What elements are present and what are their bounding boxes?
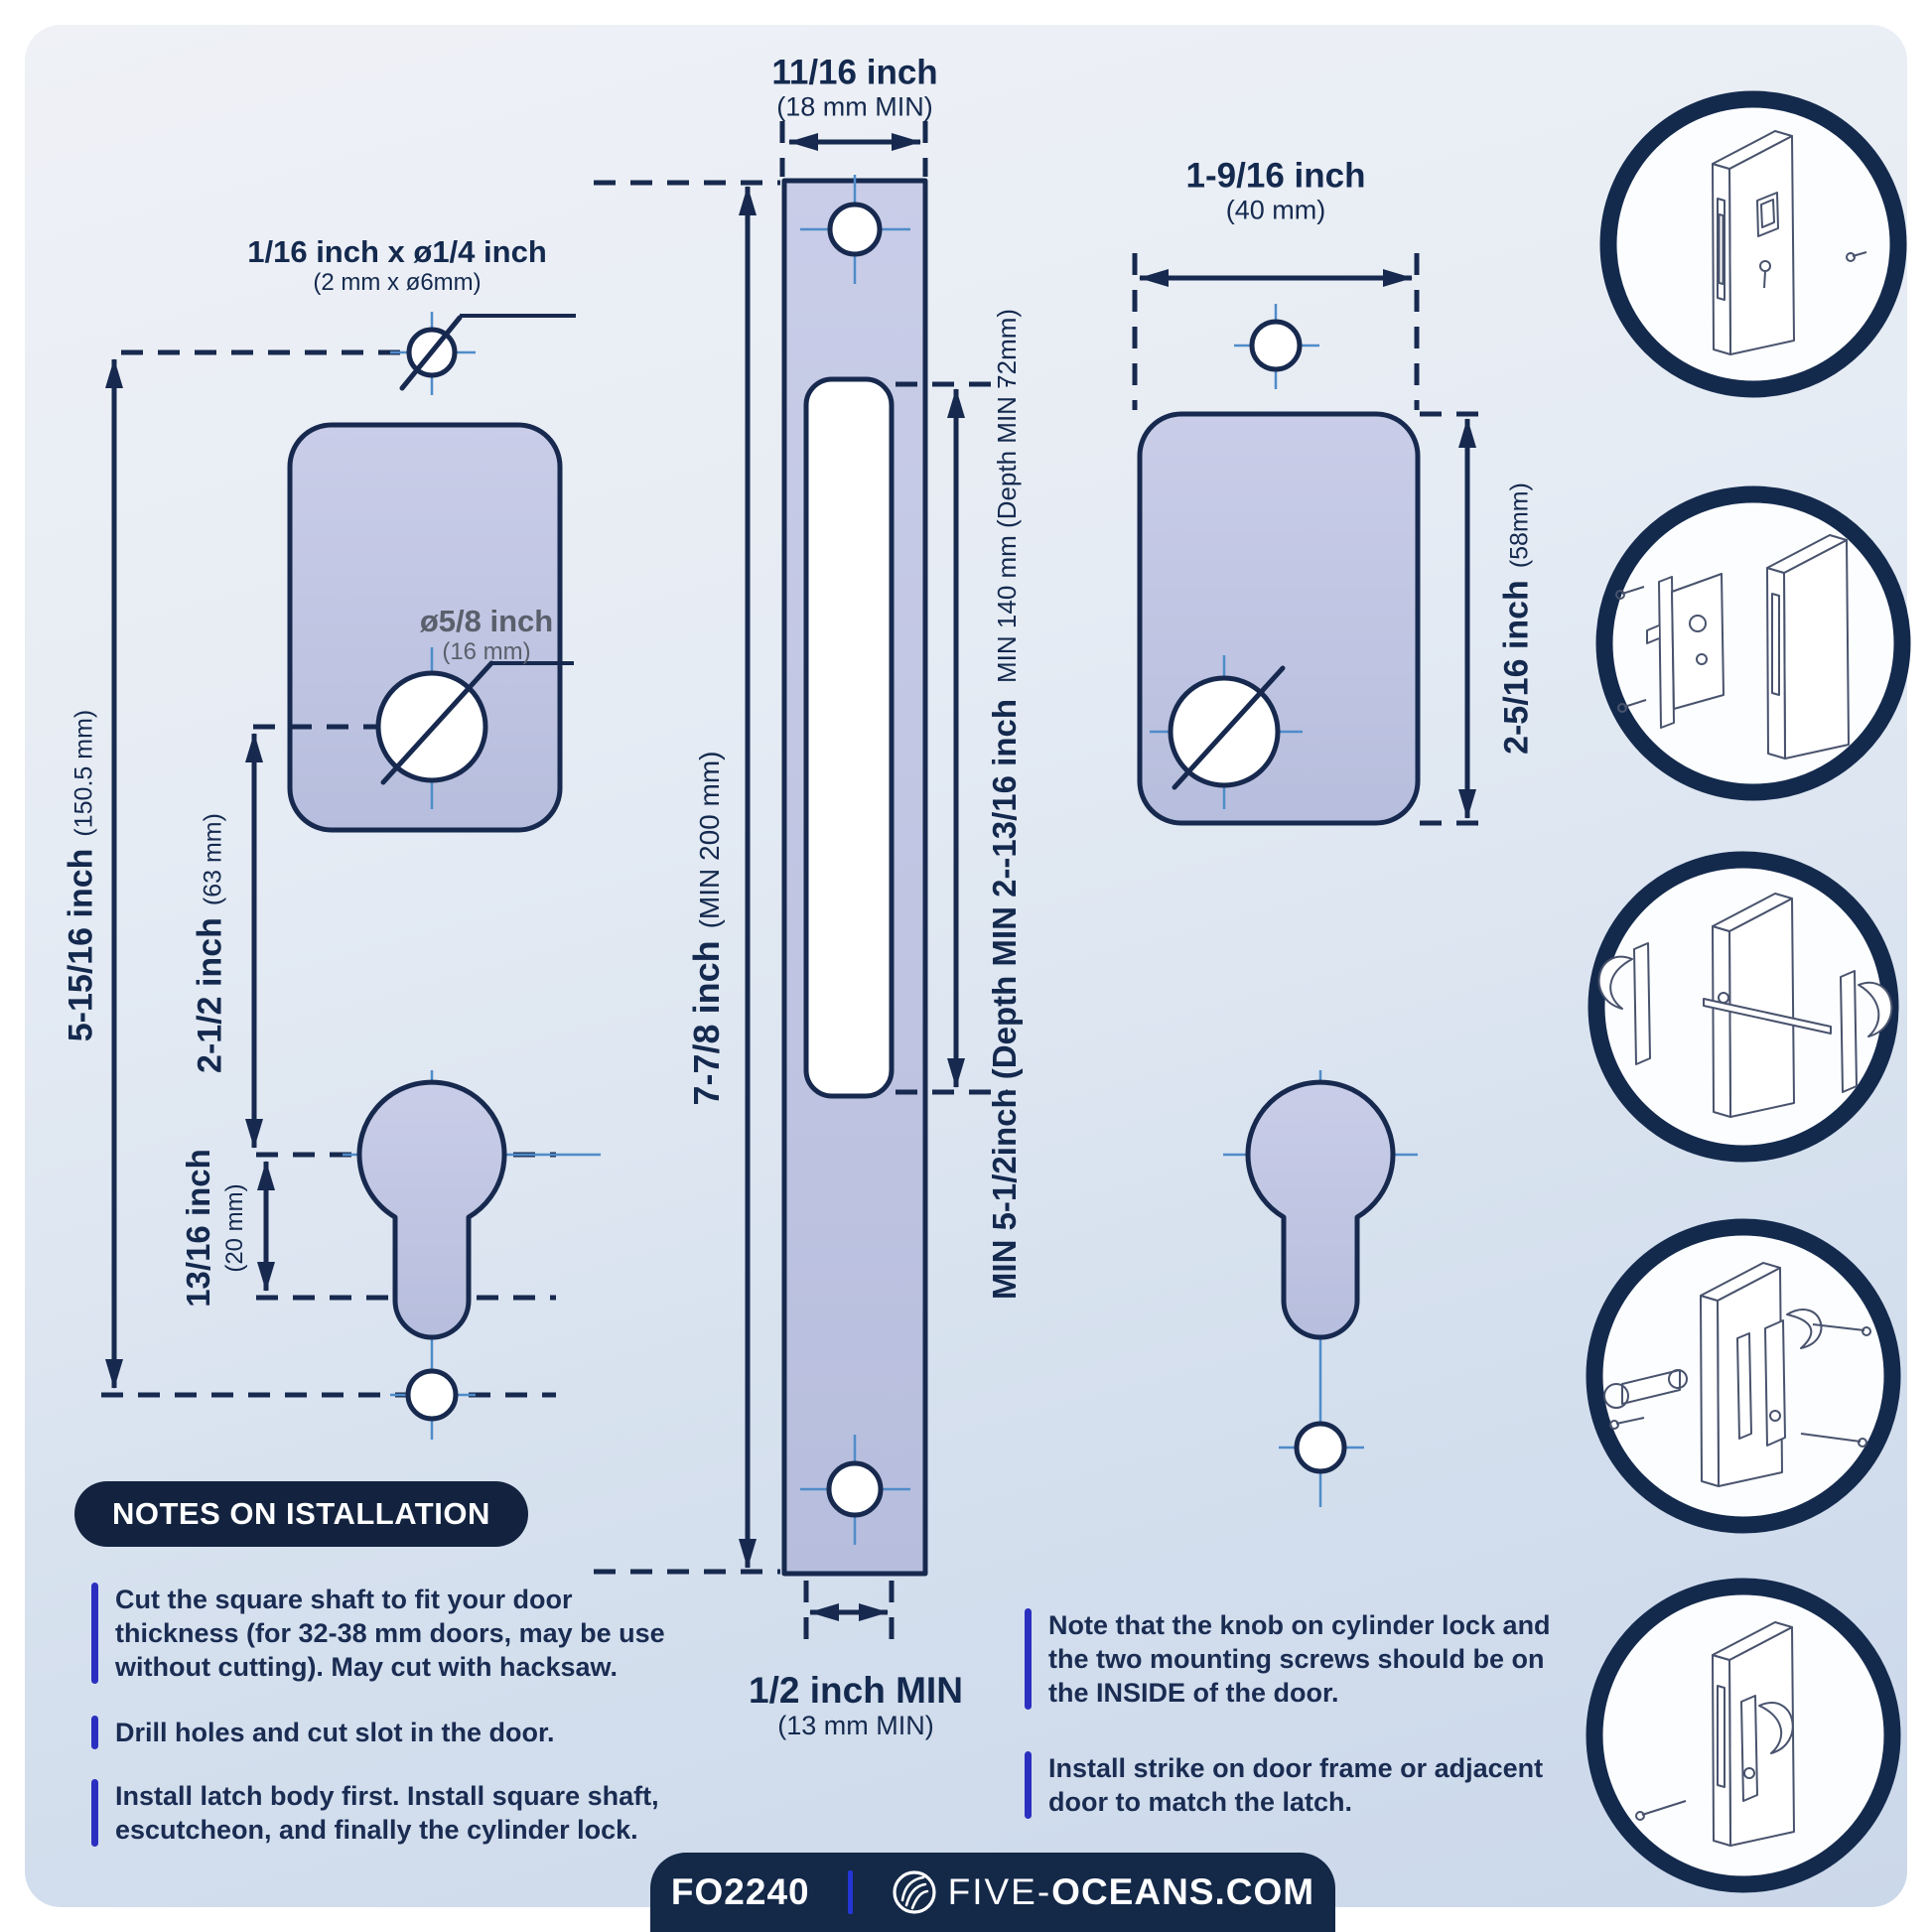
inset-cylinder-and-screws	[1586, 1218, 1901, 1534]
note-line: Note that the knob on cylinder lock and	[1048, 1610, 1551, 1640]
diameter-slash	[399, 315, 463, 391]
diameter-slash	[380, 660, 494, 785]
note-item: Note that the knob on cylinder lock and …	[1025, 1608, 1551, 1711]
note-bullet-bar	[91, 1716, 98, 1750]
installation-step-insets	[1586, 90, 1911, 1893]
inset-handles-and-shaft	[1587, 851, 1899, 1163]
inset-latch-body-install	[1595, 485, 1911, 801]
note-line: thickness (for 32-38 mm doors, may be us…	[115, 1618, 665, 1649]
left-escutcheon-figure	[101, 312, 601, 1440]
right-strike-figure	[1132, 253, 1485, 1507]
note-item: Cut the square shaft to fit your door th…	[91, 1583, 665, 1685]
notes-title-badge: NOTES ON ISTALLATION	[74, 1481, 528, 1547]
note-line: Cut the square shaft to fit your door	[115, 1585, 573, 1614]
diameter-slash	[1172, 665, 1286, 790]
note-line: door to match the latch.	[1048, 1787, 1353, 1818]
drill-hole-label: 1/16 inch x ø1/4 inch (2 mm x ø6mm)	[247, 234, 547, 296]
note-item: Install strike on door frame or adjacent…	[1025, 1751, 1544, 1820]
note-line: Install latch body first. Install square…	[115, 1781, 659, 1811]
brand-text: FIVE-OCEANS.COM	[947, 1871, 1315, 1912]
model-number: FO2240	[670, 1871, 810, 1912]
notes-title: NOTES ON ISTALLATION	[112, 1496, 490, 1531]
strike-height-label: 2-5/16 inch(58mm)	[1497, 483, 1536, 755]
strike-width-label: 1-9/16 inch (40 mm)	[1185, 156, 1366, 225]
brand-lockup: FIVE-OCEANS.COM	[891, 1868, 1314, 1916]
mounting-hole-bottom	[826, 1460, 884, 1518]
dim-total-height-label: 5-15/16 inch(150.5 mm)	[62, 709, 100, 1042]
center-faceplate-figure	[594, 121, 1008, 1650]
note-bullet-bar	[91, 1583, 98, 1685]
note-bullet-bar	[91, 1779, 98, 1848]
note-line: escutcheon, and finally the cylinder loc…	[115, 1815, 638, 1846]
screw-hole-bottom	[1294, 1421, 1347, 1474]
note-bullet-bar	[1025, 1608, 1032, 1711]
cylinder-hole-label: ø5/8 inch (16 mm)	[419, 604, 554, 665]
note-line: the INSIDE of the door.	[1048, 1678, 1339, 1709]
dim-keyhole-span-sub: (20 mm)	[221, 1183, 248, 1273]
note-item: Drill holes and cut slot in the door.	[91, 1716, 555, 1750]
dim-hole-keyhole-label: 2-1/2 inch(63 mm)	[191, 813, 229, 1073]
note-line: Drill holes and cut slot in the door.	[115, 1718, 555, 1747]
latch-slot	[803, 376, 895, 1099]
note-line: Install strike on door frame or adjacent	[1048, 1753, 1544, 1783]
screw-hole-top	[1249, 319, 1303, 372]
five-oceans-logo-icon	[893, 1870, 936, 1914]
screw-hole	[405, 1368, 459, 1422]
keyhole-cutout	[356, 1079, 507, 1340]
note-line: the two mounting screws should be on	[1048, 1644, 1545, 1675]
mounting-hole-top	[827, 202, 883, 257]
dim-keyhole-span-label: 13/16 inch	[180, 1149, 216, 1308]
footer-divider	[847, 1870, 853, 1914]
slot-depth-label: MIN 5-1/2inch (Depth MIN 2--13/16 inchMI…	[986, 308, 1023, 1301]
inset-finished-lock	[1586, 1578, 1901, 1893]
strip-height-label: 7-7/8 inch(MIN 200 mm)	[686, 751, 727, 1106]
strip-bottom-label: 1/2 inch MIN (13 mm MIN)	[749, 1670, 963, 1741]
inset-latch-in-door	[1599, 90, 1907, 398]
note-item: Install latch body first. Install square…	[91, 1779, 659, 1848]
note-bullet-bar	[1025, 1751, 1032, 1820]
keyhole-cutout	[1245, 1079, 1396, 1340]
footer-bar: FO2240 FIVE-OCEANS.COM	[650, 1853, 1335, 1932]
note-line: without cutting). May cut with hacksaw.	[115, 1652, 619, 1683]
strip-width-label: 11/16 inch (18 mm MIN)	[771, 53, 938, 122]
escutcheon-plate	[287, 422, 563, 833]
